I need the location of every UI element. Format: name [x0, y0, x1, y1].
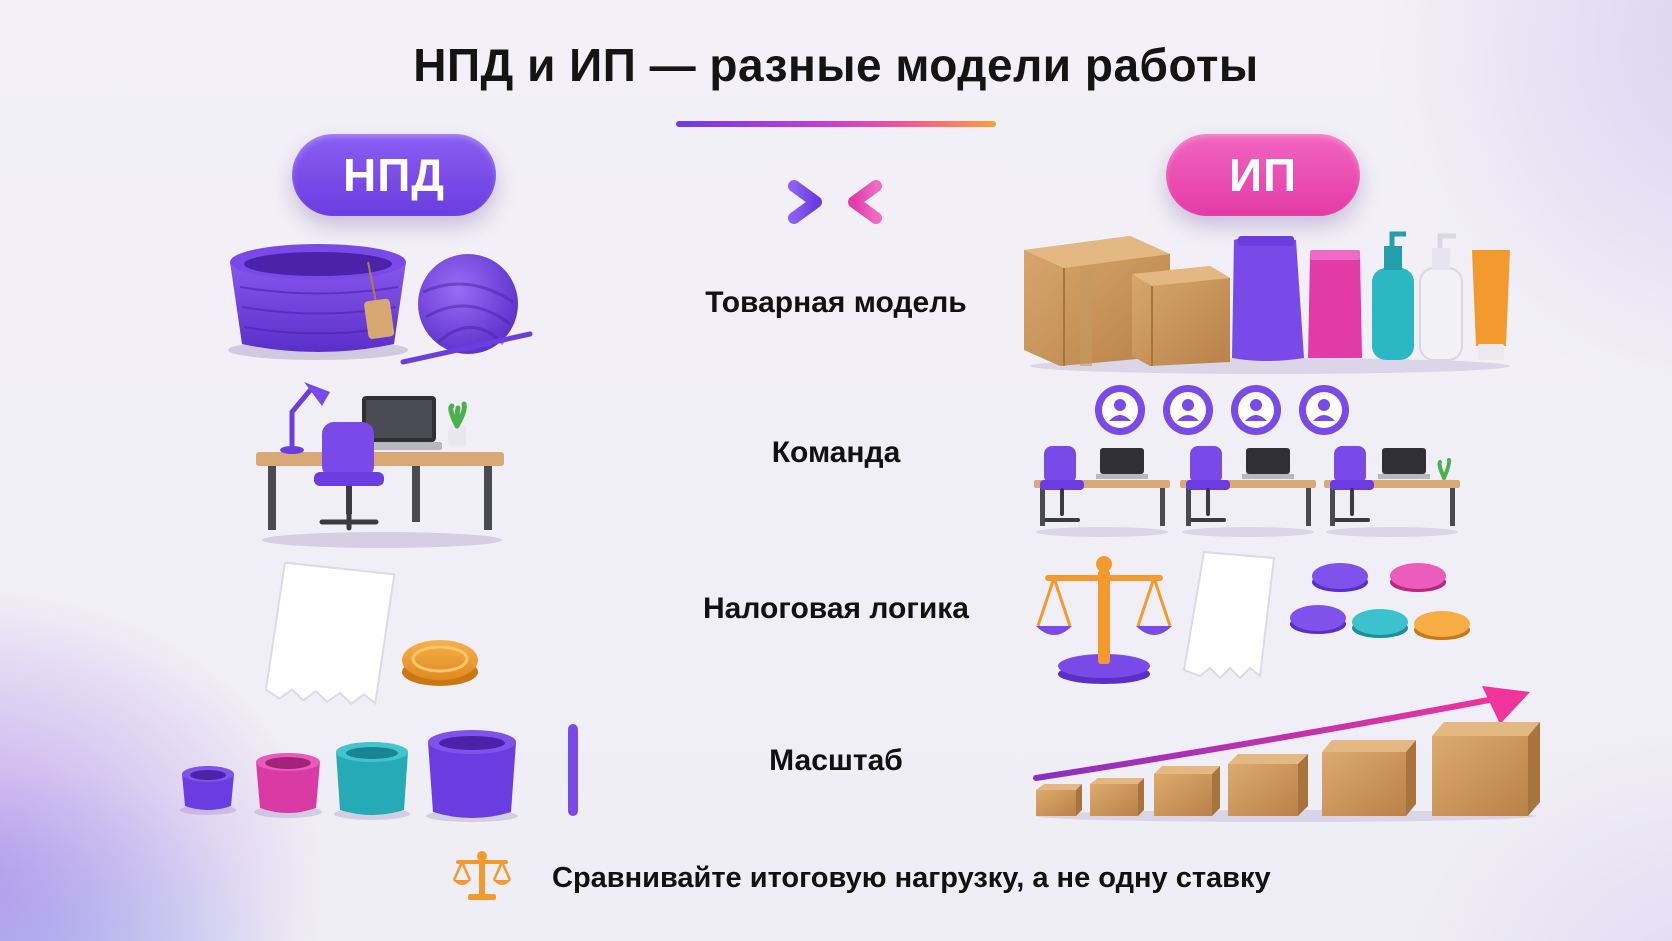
title-underline [676, 121, 996, 127]
row-label-team: Команда [771, 436, 901, 469]
growing-boxes-arrow-icon [1033, 686, 1540, 822]
scales-icon [452, 851, 512, 900]
npd-badge: НПД [292, 134, 496, 216]
team-avatars [1094, 384, 1364, 436]
basket-size-progression-icon [180, 724, 578, 822]
row-label-scale: Масштаб [769, 744, 903, 777]
scales-receipt-coins-icon [1036, 550, 1470, 684]
user-avatars-icon [1095, 385, 1349, 435]
page-title: НПД и ИП — разные модели работы [413, 39, 1259, 91]
single-desk-workplace-icon [256, 382, 504, 548]
receipt-coin-icon [264, 561, 478, 706]
row-label-tax-logic: Налоговая логика [703, 592, 969, 625]
team-desks-icon [1034, 446, 1460, 537]
boxes-products-icon [1024, 231, 1510, 374]
ip-badge: ИП [1166, 134, 1360, 216]
knitted-basket-yarn-icon [228, 244, 533, 365]
row-label-product-model: Товарная модель [705, 286, 967, 319]
comparison-arrows-icon [752, 180, 918, 224]
footer-text: Сравнивайте итоговую нагрузку, а не одну… [552, 862, 1271, 894]
